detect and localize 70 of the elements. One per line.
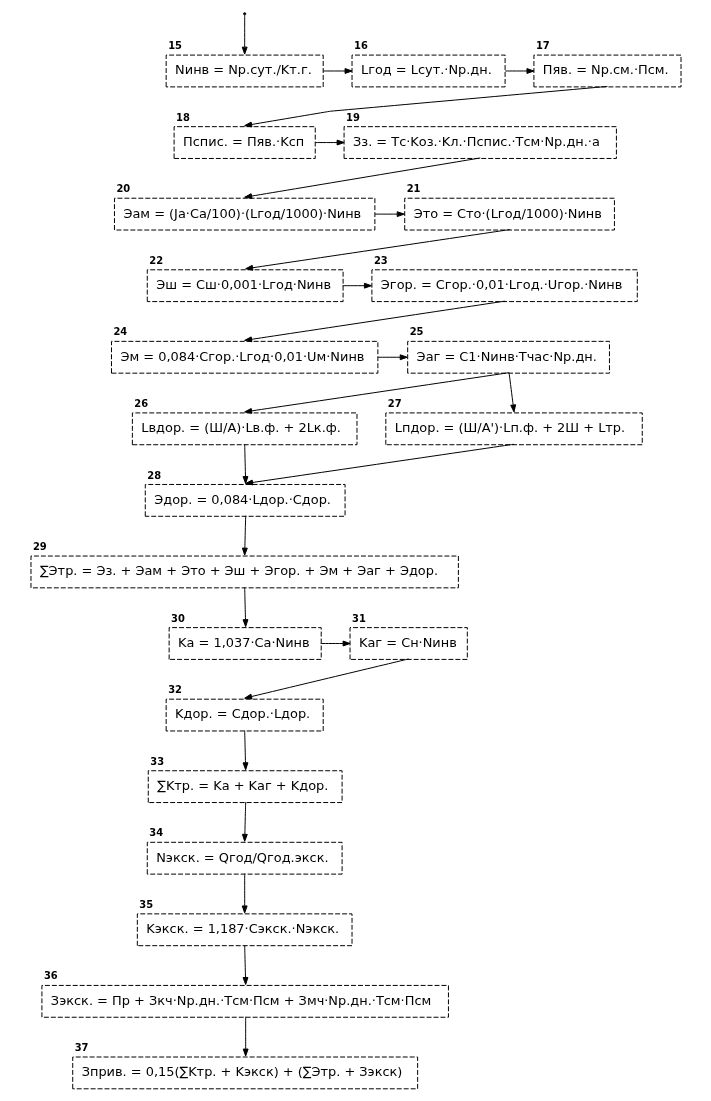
node-box: Nэкск. = Qгод/Qгод.экск. (146, 841, 343, 875)
node-box: Зприв. = 0,15(∑Kтр. + Kэкск) + (∑Этр. + Зэкск) (71, 1056, 418, 1090)
arrow (242, 944, 248, 985)
node-box: ∑Этр. = Эз. + Эам + Это + Эш + Эгор. + Эм + Эаг + Эдор. (30, 555, 459, 589)
node-box: Эам = (Jа·Са/100)·(Lгод/1000)·Nинв (113, 197, 375, 231)
node-label: 23 (373, 254, 388, 266)
node-label: 29 (32, 541, 47, 553)
node-label: 27 (387, 397, 402, 409)
arrow (319, 640, 351, 647)
arrow (244, 229, 511, 271)
arrow (241, 515, 248, 556)
node-label: 19 (345, 111, 360, 123)
arrow (241, 873, 248, 914)
arrow (322, 68, 352, 74)
node-label: 25 (409, 326, 423, 338)
node-label: 30 (170, 612, 185, 624)
node-label: 16 (353, 40, 368, 52)
node-label: 15 (167, 40, 182, 52)
node-label: 21 (406, 183, 420, 195)
arrow (243, 157, 481, 199)
arrow (314, 139, 345, 146)
node-box: Эаг = С1·Nинв·Tчас·Nр.дн. (406, 340, 610, 374)
node-label: 33 (149, 755, 164, 767)
node-label: 32 (167, 684, 182, 696)
node-label: 35 (138, 898, 153, 910)
arrow (373, 211, 405, 218)
arrow (242, 443, 248, 484)
node-label: 28 (146, 469, 161, 481)
arrow (244, 443, 515, 486)
node-box: Эдор. = 0,084·Lдор.·Сдор. (144, 484, 346, 517)
node-box: Зэкск. = Пр + Зкч·Nр.дн.·Tсм·Псм + Змч·Nр.дн.·Tсм·Псм (40, 984, 449, 1018)
arrow (243, 372, 510, 414)
node-label: 31 (351, 612, 366, 624)
node-box: Эгор. = Сгор.·0,01·Lгод.·Uгор.·Nинв (370, 269, 638, 303)
node-label: 22 (148, 254, 163, 266)
arrow (242, 730, 248, 771)
node-box: Пяв. = Nр.см.·Псм. (532, 54, 681, 88)
arrow (504, 68, 534, 74)
node-box: Lвдор. = (Ш/А)·Lв.ф. + 2Lк.ф. (131, 412, 357, 446)
node-box: Пспис. = Пяв.·Kсп (173, 126, 316, 159)
node-label: 37 (74, 1042, 89, 1054)
arrow (241, 14, 248, 55)
node-label: 34 (148, 827, 163, 839)
node-box: Эм = 0,084·Сгор.·Lгод·0,01·Uм·Nинв (110, 340, 378, 374)
arrow (376, 354, 408, 361)
node-box: Lгод = Lсут.·Nр.дн. (351, 54, 506, 88)
node-box: Kаг = Сн·Nинв (349, 627, 468, 660)
arrow (341, 282, 372, 289)
node-label: 20 (115, 183, 130, 195)
node-box: Это = Сто·(Lгод/1000)·Nинв (403, 197, 615, 231)
node-label: 17 (535, 40, 550, 52)
node-box: Kэкск. = 1,187·Сэкск.·Nэкск. (136, 913, 352, 947)
arrow (243, 658, 409, 700)
node-label: 18 (175, 111, 190, 123)
arrow (242, 1016, 249, 1057)
node-box: Lпдор. = (Ш/А')·Lп.ф. + 2Ш + Lтр. (384, 412, 643, 446)
arrow (243, 85, 608, 128)
node-box: Nинв = Nр.сут./Kт.г. (165, 54, 324, 88)
node-box: Эш = Сш·0,001·Lгод·Nинв (146, 269, 344, 303)
arrow (242, 586, 248, 628)
node-box: Зз. = Tс·Kоз.·Kл.·Пспис.·Tсм·Nр.дн.·а (343, 126, 617, 159)
node-label: 26 (133, 397, 148, 409)
node-box: Kдор. = Сдор.·Lдор. (165, 698, 324, 732)
arrow (508, 372, 516, 413)
node-box: Kа = 1,037·Са·Nинв (168, 627, 322, 660)
node-label: 36 (43, 970, 58, 982)
node-box: ∑Kтр. = Kа + Kаг + Kдор. (147, 770, 343, 804)
arrow (243, 300, 506, 343)
node-label: 24 (112, 326, 127, 338)
arrow (241, 801, 248, 842)
